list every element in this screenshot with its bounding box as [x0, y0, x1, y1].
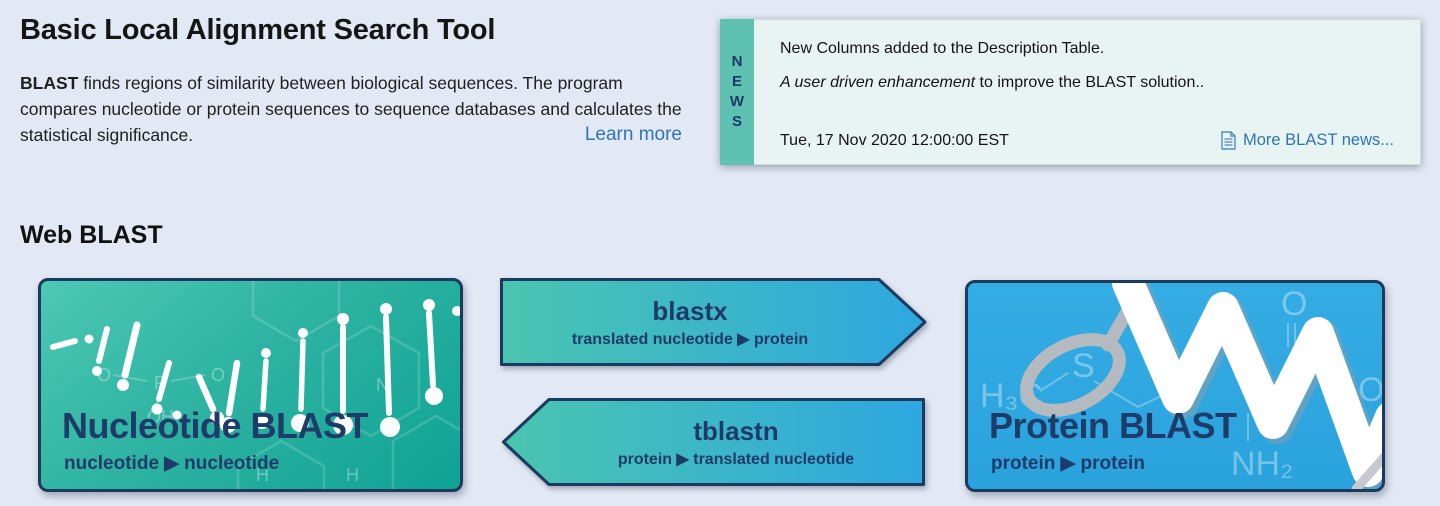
intro-block: BLAST finds regions of similarity betwee… [20, 70, 682, 156]
news-bottom-row: Tue, 17 Nov 2020 12:00:00 EST More BLAST… [780, 131, 1394, 150]
news-timestamp: Tue, 17 Nov 2020 12:00:00 EST [780, 131, 1009, 149]
page-title: Basic Local Alignment Search Tool [20, 14, 496, 46]
learn-more-link[interactable]: Learn more [584, 124, 682, 145]
chem-label: O [1281, 285, 1307, 323]
tblastn-arrow-shape [502, 398, 925, 486]
nucleotide-card-subtitle: nucleotide ▶ nucleotide [64, 453, 280, 474]
more-blast-news-link[interactable]: More BLAST news... [1221, 131, 1394, 150]
protein-helix-illustration: H₃C S O NH₂ OH [980, 283, 1385, 489]
news-headline: New Columns added to the Description Tab… [780, 40, 1105, 57]
news-ribbon: N E W S [720, 19, 754, 165]
blastx-arrow[interactable]: blastx translated nucleotide ▶ protein [500, 278, 927, 366]
nucleotide-card-title: Nucleotide BLAST [62, 405, 369, 446]
protein-blast-card[interactable]: H₃C S O NH₂ OH Protein BLAST protein ▶ p… [965, 280, 1385, 492]
nucleotide-blast-card[interactable]: O P O OH N H H [38, 278, 463, 492]
web-blast-heading: Web BLAST [20, 221, 163, 249]
chem-label: H [256, 465, 269, 485]
chem-label: S [1072, 347, 1095, 385]
intro-paragraph: BLAST finds regions of similarity betwee… [20, 70, 682, 148]
intro-rest: finds regions of similarity between biol… [20, 73, 682, 145]
chem-label: H [346, 465, 359, 485]
news-box: N E W S New Columns added to the Descrip… [720, 19, 1421, 165]
news-detail-italic: A user driven enhancement [780, 74, 976, 91]
chem-label: O [211, 365, 225, 385]
document-icon[interactable] [1221, 131, 1236, 150]
news-body: New Columns added to the Description Tab… [754, 19, 1421, 165]
news-detail-rest: to improve the BLAST solution.. [975, 74, 1205, 91]
chem-label: OH [1358, 371, 1385, 409]
dna-illustration: O P O OH N H H [50, 281, 460, 489]
intro-bold-word: BLAST [20, 73, 79, 93]
blastx-arrow-shape [500, 278, 927, 366]
protein-card-subtitle: protein ▶ protein [991, 453, 1145, 474]
tblastn-arrow[interactable]: tblastn protein ▶ translated nucleotide [502, 398, 925, 486]
chem-label: NH₂ [1231, 445, 1293, 483]
more-blast-news-label[interactable]: More BLAST news... [1242, 131, 1394, 149]
protein-card-title: Protein BLAST [989, 405, 1237, 446]
news-detail: A user driven enhancement to improve the… [780, 74, 1394, 92]
